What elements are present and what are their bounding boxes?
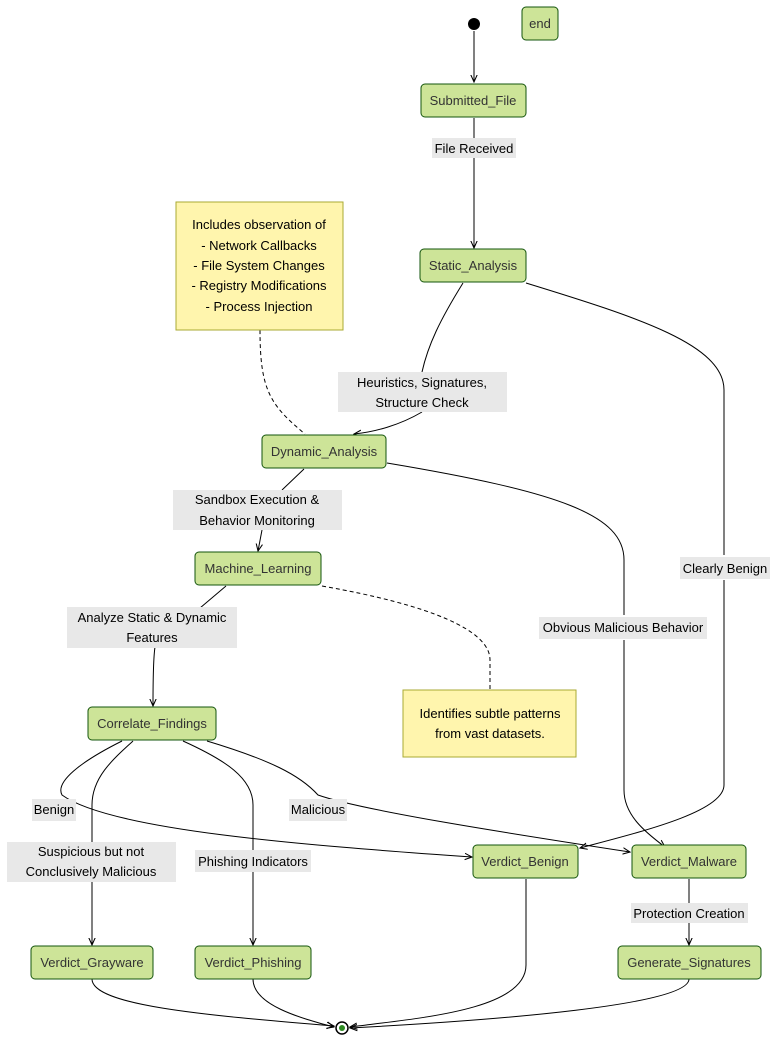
state-end-label: end: [529, 16, 551, 31]
state-verdict-benign[interactable]: Verdict_Benign: [472, 844, 579, 879]
note-machine-learning: Identifies subtle patterns from vast dat…: [402, 689, 577, 758]
label-phishing-indicators: Phishing Indicators: [195, 850, 311, 872]
state-correlate-findings-label: Correlate_Findings: [97, 716, 207, 731]
state-verdict-phishing[interactable]: Verdict_Phishing: [194, 945, 312, 980]
edge-dynamic-to-verdict-malware: [386, 462, 665, 847]
label-benign-line-1: Benign: [34, 802, 74, 817]
state-static-analysis[interactable]: Static_Analysis: [419, 248, 527, 283]
edge-grayware-to-end: [91, 978, 334, 1026]
label-sandbox-line-1: Sandbox Execution &: [195, 492, 320, 507]
label-analyze-features-line-1: Analyze Static & Dynamic: [78, 610, 227, 625]
label-phishing-indicators-line-1: Phishing Indicators: [198, 854, 308, 869]
note-dynamic-line-3: - File System Changes: [193, 258, 325, 273]
edge-static-to-verdict-benign: [525, 282, 725, 848]
state-verdict-grayware[interactable]: Verdict_Grayware: [30, 945, 154, 980]
state-verdict-benign-label: Verdict_Benign: [481, 854, 568, 869]
state-verdict-malware-label: Verdict_Malware: [641, 854, 737, 869]
edge-correlate-to-verdict-malware: [206, 740, 630, 852]
edge-phishing-to-end: [252, 978, 334, 1027]
final-node: [335, 1021, 349, 1035]
label-malicious: Malicious: [289, 799, 347, 821]
label-sandbox-line-2: Behavior Monitoring: [199, 513, 315, 528]
note-link-ml: [321, 585, 491, 690]
notes: Includes observation of - Network Callba…: [175, 201, 577, 758]
note-ml-line-1: Identifies subtle patterns: [420, 706, 561, 721]
note-dynamic-line-1: Includes observation of: [192, 217, 326, 232]
label-protection-creation-line-1: Protection Creation: [633, 906, 744, 921]
state-verdict-malware[interactable]: Verdict_Malware: [631, 844, 747, 879]
state-submitted-file[interactable]: Submitted_File: [420, 83, 527, 118]
label-analyze-features: Analyze Static & Dynamic Features: [67, 607, 237, 648]
label-suspicious-line-2: Conclusively Malicious: [26, 864, 157, 879]
note-dynamic-line-2: - Network Callbacks: [201, 238, 317, 253]
edge-correlate-to-phishing: [182, 740, 253, 945]
note-dynamic-analysis: Includes observation of - Network Callba…: [175, 201, 344, 331]
state-machine-learning-label: Machine_Learning: [205, 561, 312, 576]
label-benign: Benign: [32, 799, 76, 821]
label-obvious-malicious: Obvious Malicious Behavior: [539, 617, 707, 639]
start-node: [468, 18, 480, 30]
label-suspicious-line-1: Suspicious but not: [38, 844, 145, 859]
state-dynamic-analysis[interactable]: Dynamic_Analysis: [261, 434, 387, 469]
edge-dynamic-to-ml: [258, 468, 305, 551]
label-heuristics-line-2: Structure Check: [375, 395, 469, 410]
label-file-received-line-1: File Received: [435, 141, 514, 156]
label-clearly-benign-line-1: Clearly Benign: [683, 561, 768, 576]
states: end Submitted_File Static_Analysis Dynam…: [30, 6, 762, 980]
edge-signatures-to-end: [350, 978, 690, 1028]
state-static-analysis-label: Static_Analysis: [429, 258, 518, 273]
state-generate-signatures-label: Generate_Signatures: [627, 955, 751, 970]
edge-correlate-to-verdict-benign: [60, 740, 472, 857]
label-obvious-malicious-line-1: Obvious Malicious Behavior: [543, 620, 704, 635]
transition-labels: File Received Heuristics, Signatures, St…: [7, 138, 770, 923]
edge-ml-to-correlate: [153, 585, 227, 706]
state-verdict-phishing-label: Verdict_Phishing: [205, 955, 302, 970]
label-suspicious: Suspicious but not Conclusively Maliciou…: [7, 842, 176, 882]
label-clearly-benign: Clearly Benign: [680, 557, 770, 579]
edge-correlate-to-grayware: [92, 740, 134, 945]
label-heuristics: Heuristics, Signatures, Structure Check: [338, 372, 507, 412]
state-dynamic-analysis-label: Dynamic_Analysis: [271, 444, 378, 459]
state-end[interactable]: end: [521, 6, 559, 41]
label-protection-creation: Protection Creation: [631, 903, 748, 923]
label-analyze-features-line-2: Features: [126, 630, 178, 645]
edge-static-to-dynamic: [354, 282, 464, 434]
edge-benign-to-end: [350, 879, 527, 1027]
state-machine-learning[interactable]: Machine_Learning: [194, 551, 322, 586]
state-submitted-file-label: Submitted_File: [430, 93, 517, 108]
note-ml-line-2: from vast datasets.: [435, 726, 545, 741]
note-link-dynamic: [259, 329, 306, 435]
label-malicious-line-1: Malicious: [291, 802, 346, 817]
state-verdict-grayware-label: Verdict_Grayware: [40, 955, 143, 970]
state-correlate-findings[interactable]: Correlate_Findings: [87, 706, 217, 741]
state-generate-signatures[interactable]: Generate_Signatures: [617, 945, 762, 980]
note-dynamic-line-4: - Registry Modifications: [191, 278, 327, 293]
label-heuristics-line-1: Heuristics, Signatures,: [357, 375, 487, 390]
label-file-received: File Received: [432, 138, 516, 158]
note-dynamic-line-5: - Process Injection: [206, 299, 313, 314]
label-sandbox: Sandbox Execution & Behavior Monitoring: [173, 490, 342, 530]
